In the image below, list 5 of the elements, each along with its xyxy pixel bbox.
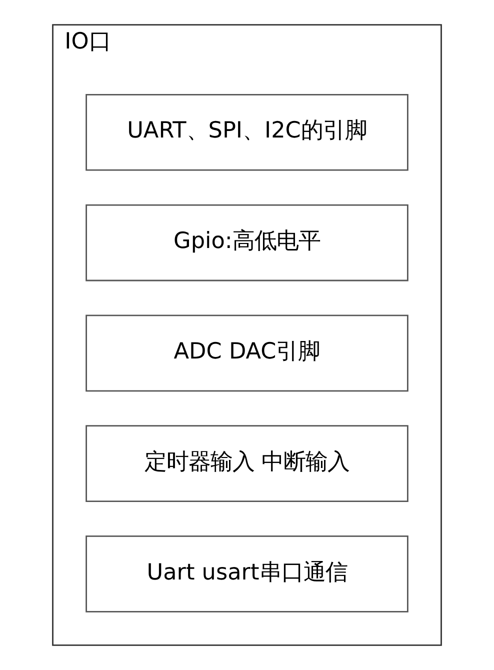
node-box: Gpio:高低电平 <box>86 204 408 282</box>
node-box: UART、SPI、I2C的引脚 <box>86 94 408 171</box>
node-box: 定时器输入 中断输入 <box>86 425 408 502</box>
node-box: ADC DAC引脚 <box>86 314 408 392</box>
node-box: Uart usart串口通信 <box>86 536 408 612</box>
